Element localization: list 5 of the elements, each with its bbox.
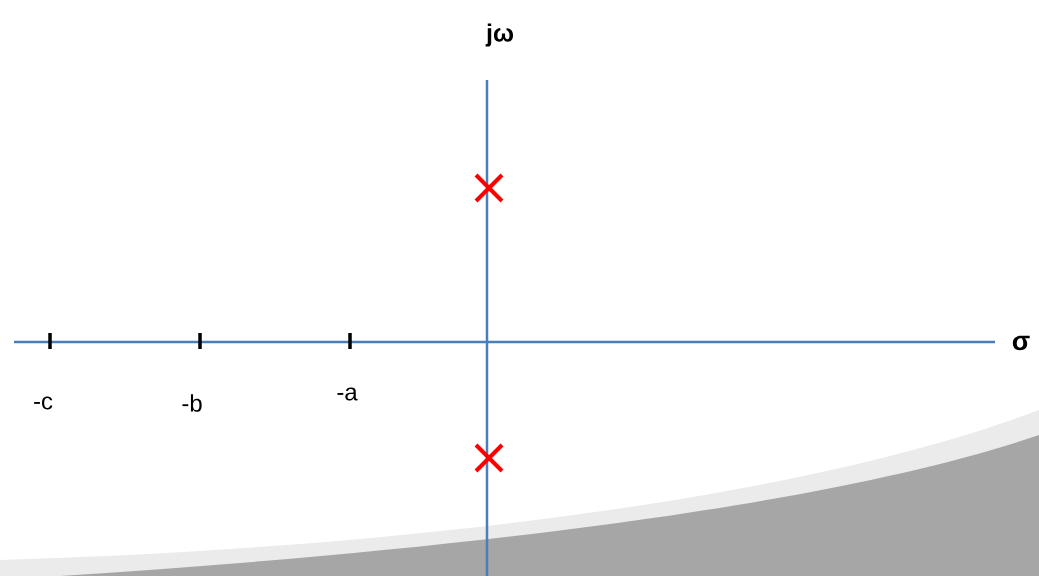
axis-label: -c xyxy=(34,396,53,410)
axis-label: -b xyxy=(182,394,202,412)
axis-label: -a xyxy=(337,387,358,401)
axis-label: jω xyxy=(485,23,513,47)
axis-label: σ xyxy=(1012,335,1030,351)
